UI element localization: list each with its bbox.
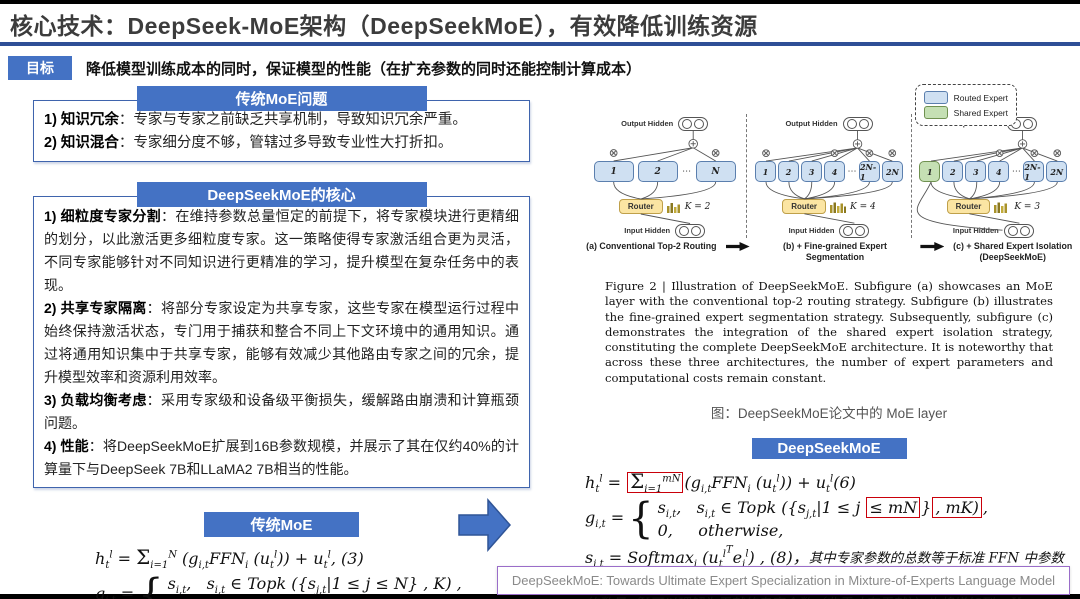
tab-traditional-moe: 传统MoE xyxy=(204,512,359,537)
bottom-black-bar xyxy=(0,594,1080,599)
caption-a: (a) Conventional Top-2 Routing xyxy=(586,241,717,251)
paper-figure-caption: Figure 2 | Illustration of DeepSeekMoE. … xyxy=(605,278,1053,385)
ellipsis: ⋯ xyxy=(847,166,857,176)
list-item: 2) 共享专家隔离：将部分专家设定为共享专家，这些专家在模型运行过程中始终保持激… xyxy=(44,300,519,385)
router-bars-icon xyxy=(666,202,680,213)
routed-expert-box: 3 xyxy=(800,161,822,182)
figure-captions-row: (a) Conventional Top-2 Routing (b) + Fin… xyxy=(583,241,1075,263)
deepseekmoe-formulas: htl = Σi=1mN(gi,tFFNi (utl)) + utl(6) gi… xyxy=(583,469,1075,599)
traditional-moe-formulas: htl = Σi=1N (gi,tFFNi (utl)) + utl, (3) … xyxy=(33,545,530,599)
ellipsis: ⋯ xyxy=(682,166,692,176)
hidden-state-pill xyxy=(839,223,870,238)
routed-expert-box: 1 xyxy=(754,161,776,182)
list-item: 2) 知识混合：专家细分度不够，管辖过多导致专业性大打折扣。 xyxy=(44,135,453,151)
routed-expert-box: 2N-1 xyxy=(858,161,880,182)
goal-badge: 目标 xyxy=(8,56,72,80)
routed-expert-box: 2 xyxy=(637,161,678,182)
list-item: 1) 细粒度专家分割：在维持参数总量恒定的前提下，将专家模块进行更精细的划分，以… xyxy=(44,208,520,293)
routed-expert-box: 2 xyxy=(777,161,799,182)
top-black-bar xyxy=(0,0,1080,4)
routed-expert-box: N xyxy=(695,161,736,182)
routed-expert-box: 4 xyxy=(988,161,1010,182)
routed-expert-box: 2N xyxy=(1046,161,1068,182)
routed-expert-box: 2N-1 xyxy=(1023,161,1045,182)
equation-7: gi,t = { si,t, si,t ∈ Topk ({sj,t|1 ≤ j … xyxy=(585,495,988,544)
hidden-state-pill xyxy=(1003,223,1034,238)
legend-item: Routed Expert xyxy=(923,91,1008,104)
k-value: K = 3 xyxy=(1014,201,1041,212)
caption-c: (c) + Shared Expert Isolation (DeepSeekM… xyxy=(953,241,1073,262)
routed-expert-box: 1 xyxy=(593,161,634,182)
routed-expert-box: 3 xyxy=(965,161,987,182)
right-column: Routed Expert Shared Expert Output Hidde… xyxy=(583,84,1075,599)
caption-b: (b) + Fine-grained Expert Segmentation xyxy=(783,241,887,262)
caption-arrow-icon xyxy=(920,242,945,251)
deepseekmoe-core-box: 1) 细粒度专家分割：在维持参数总量恒定的前提下，将专家模块进行更精细的划分，以… xyxy=(33,196,530,488)
routed-expert-box: 4 xyxy=(823,161,845,182)
router-box: Router xyxy=(946,199,991,214)
chinese-figure-caption: 图：DeepSeekMoE论文中的 MoE layer xyxy=(710,406,948,422)
tab-traditional-moe-problems: 传统MoE问题 xyxy=(136,86,427,111)
equation-3: htl = Σi=1N (gi,tFFNi (utl)) + utl, (3) xyxy=(95,545,364,572)
figure-legend: Routed Expert Shared Expert xyxy=(914,84,1017,126)
router-box: Router xyxy=(618,199,663,214)
routed-expert-chip xyxy=(923,91,948,104)
equation-6: htl = Σi=1mN(gi,tFFNi (utl)) + utl(6) xyxy=(585,469,856,496)
tab-deepseekmoe: DeepSeekMoE xyxy=(751,438,907,460)
page-title: 核心技术：DeepSeek-MoE架构（DeepSeekMoE），有效降低训练资… xyxy=(10,13,758,39)
list-item: 1) 知识冗余：专家与专家之前缺乏共享机制，导致知识冗余严重。 xyxy=(44,112,467,128)
title-divider xyxy=(0,42,1080,46)
hidden-state-pill xyxy=(675,223,706,238)
routed-expert-box: 2 xyxy=(942,161,964,182)
list-item: 3) 负载均衡考虑：采用专家级和设备级平衡损失，缓解路由崩溃和计算瓶颈问题。 xyxy=(44,392,519,431)
hidden-state-pill xyxy=(678,116,709,131)
ellipsis: ⋯ xyxy=(1011,166,1021,176)
left-column: 传统MoE问题 1) 知识冗余：专家与专家之前缺乏共享机制，导致知识冗余严重。 … xyxy=(33,86,530,599)
right-arrow-shape xyxy=(458,498,511,552)
router-box: Router xyxy=(782,199,827,214)
k-value: K = 2 xyxy=(684,201,711,212)
tab-deepseekmoe-core: DeepSeekMoE的核心 xyxy=(136,182,427,207)
list-item: 4) 性能：将DeepSeekMoE扩展到16B参数规模，并展示了其在仅约40%… xyxy=(44,438,519,477)
router-bars-icon xyxy=(994,202,1008,213)
shared-expert-chip xyxy=(923,106,948,119)
equation-4: gi,t = { si,t, si,t ∈ Topk ({sj,t|1 ≤ j … xyxy=(95,571,498,599)
goal-row: 目标 降低模型训练成本的同时，保证模型的性能（在扩充参数的同时还能控制计算成本） xyxy=(8,56,641,80)
caption-arrow-icon xyxy=(725,242,750,251)
hidden-state-pill xyxy=(842,116,873,131)
routed-expert-box: 2N xyxy=(881,161,903,182)
traditional-moe-problems-box: 1) 知识冗余：专家与专家之前缺乏共享机制，导致知识冗余严重。 2) 知识混合：… xyxy=(33,100,530,162)
goal-text: 降低模型训练成本的同时，保证模型的性能（在扩充参数的同时还能控制计算成本） xyxy=(86,60,642,78)
paper-title-banner: DeepSeekMoE: Towards Ultimate Expert Spe… xyxy=(497,566,1070,595)
router-bars-icon xyxy=(830,202,847,213)
legend-item: Shared Expert xyxy=(923,106,1008,119)
k-value: K = 4 xyxy=(850,201,876,212)
shared-expert-box: 1 xyxy=(919,161,941,182)
